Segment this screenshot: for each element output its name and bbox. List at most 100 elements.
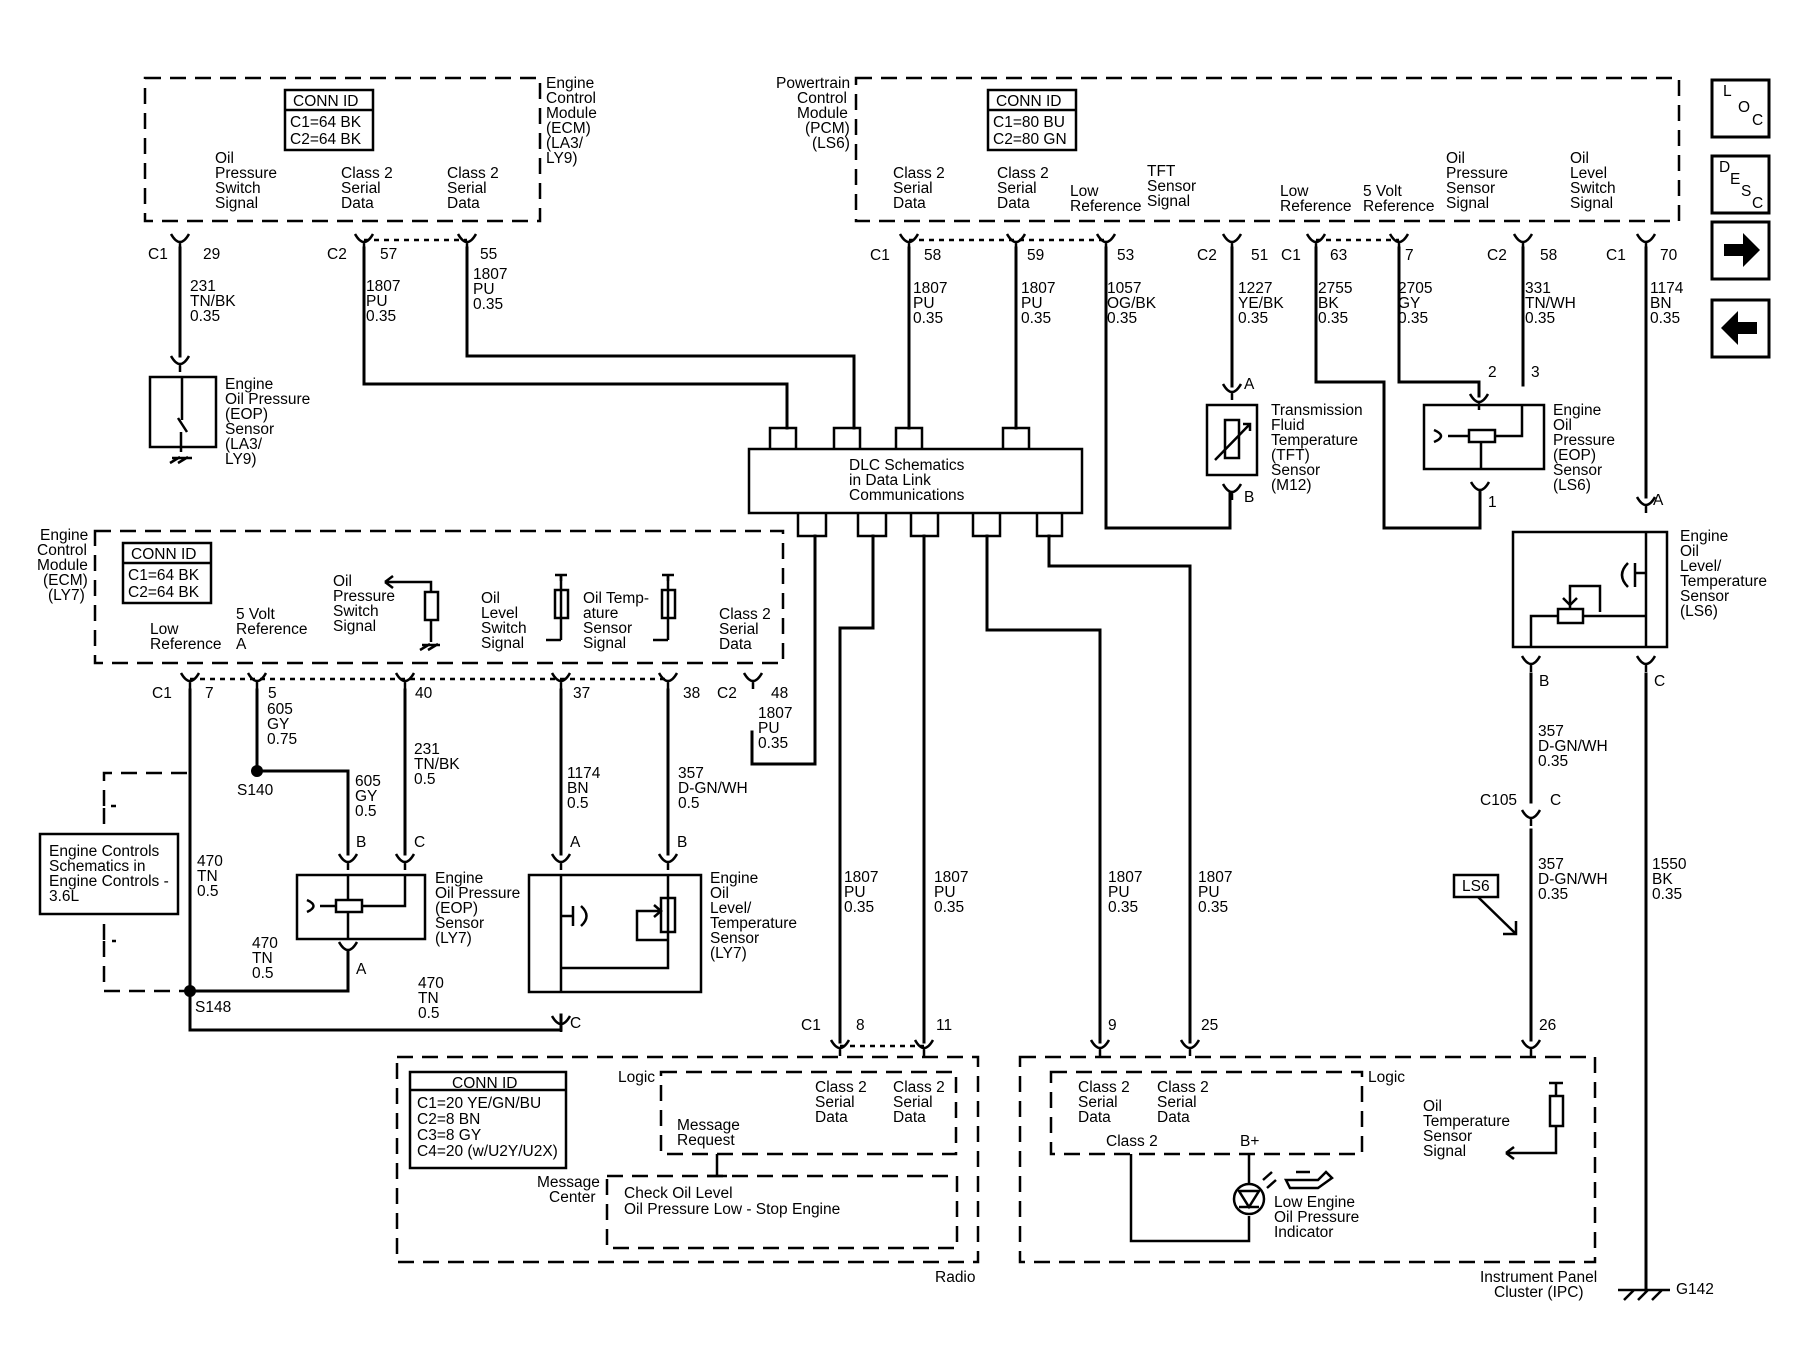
wire-label: 0.5 xyxy=(414,771,436,788)
svg-text:Communications: Communications xyxy=(849,487,965,504)
svg-text:Reference: Reference xyxy=(1280,198,1352,215)
wire-label: 0.5 xyxy=(418,1005,440,1022)
svg-text:Sensor: Sensor xyxy=(1553,462,1602,479)
svg-text:Sensor: Sensor xyxy=(435,915,484,932)
wire-label: 0.35 xyxy=(1318,310,1348,327)
svg-text:Control: Control xyxy=(37,542,87,559)
svg-text:C4=20 (w/U2Y/U2X): C4=20 (w/U2Y/U2X) xyxy=(417,1143,558,1160)
svg-text:Signal: Signal xyxy=(1446,195,1489,212)
olt-sensor-ly7: Engine Oil Level/ Temperature Sensor (LY… xyxy=(527,870,797,994)
svg-text:C: C xyxy=(1752,112,1763,129)
svg-text:CONN ID: CONN ID xyxy=(293,93,358,110)
back-button[interactable] xyxy=(1710,298,1771,359)
wire-label: 0.35 xyxy=(913,310,943,327)
wire-label: BK xyxy=(1652,871,1673,888)
connector-cavity xyxy=(550,672,572,689)
wire-label: 0.35 xyxy=(1538,753,1568,770)
svg-text:Control: Control xyxy=(797,90,847,107)
svg-text:5 Volt: 5 Volt xyxy=(1363,183,1402,200)
ecm-ly7-pin-labels: Low Reference 5 Volt Reference A Oil Pre… xyxy=(150,573,771,653)
svg-text:Serial: Serial xyxy=(447,180,487,197)
svg-text:Low: Low xyxy=(150,621,179,638)
tft-sensor: Transmission Fluid Temperature (TFT) Sen… xyxy=(1205,402,1363,494)
svg-text:1: 1 xyxy=(1488,494,1497,511)
svg-text:11: 11 xyxy=(936,1017,952,1034)
connector-cavity xyxy=(1520,655,1542,672)
svg-text:Sensor: Sensor xyxy=(1271,462,1320,479)
svg-text:D: D xyxy=(1719,159,1730,176)
svg-text:Oil: Oil xyxy=(710,885,729,902)
svg-text:A: A xyxy=(356,961,367,978)
svg-text:38: 38 xyxy=(683,685,700,702)
wire-label: 1174 xyxy=(1650,280,1684,297)
wire-label: 0.35 xyxy=(844,899,874,916)
wire-label: 0.35 xyxy=(1108,899,1138,916)
svg-text:Level: Level xyxy=(1570,165,1607,182)
connector-cavity xyxy=(1520,809,1542,826)
svg-text:Engine: Engine xyxy=(40,527,88,544)
wire-label: 0.5 xyxy=(355,803,377,820)
ecm-top-conn-id: CONN ID C1=64 BK C2=64 BK xyxy=(283,88,375,152)
svg-text:(M12): (M12) xyxy=(1271,477,1311,494)
svg-text:Low: Low xyxy=(1280,183,1309,200)
svg-text:Check Oil Level: Check Oil Level xyxy=(624,1185,733,1202)
svg-text:CONN ID: CONN ID xyxy=(996,93,1061,110)
pcm-conn-id: CONN ID C1=80 BU C2=80 GN xyxy=(986,88,1078,152)
connector-cavity xyxy=(657,672,679,689)
svg-text:C2: C2 xyxy=(717,685,737,702)
wire-label: 470 xyxy=(252,935,278,952)
arrow-right-icon xyxy=(1724,233,1760,267)
wire-label: D-GN/WH xyxy=(1538,738,1608,755)
connector-cavity xyxy=(394,672,416,689)
connector-cavity xyxy=(1221,483,1243,500)
wire-label: PU xyxy=(1198,884,1220,901)
wire-label: 0.35 xyxy=(1525,310,1555,327)
wire-label: 0.35 xyxy=(934,899,964,916)
connector-cavity xyxy=(829,1039,851,1056)
wire-label: 1057 xyxy=(1107,280,1141,297)
svg-text:Engine: Engine xyxy=(1680,528,1728,545)
radio-internals: CONN ID C1=20 YE/GN/BU C2=8 BN C3=8 GY C… xyxy=(408,1069,976,1286)
svg-text:Message: Message xyxy=(537,1174,600,1191)
desc-button[interactable]: D E S C xyxy=(1710,154,1771,215)
svg-text:9: 9 xyxy=(1108,1017,1117,1034)
svg-text:48: 48 xyxy=(771,685,788,702)
svg-text:Oil: Oil xyxy=(215,150,234,167)
olt-sensor-ls6: Engine Oil Level/ Temperature Sensor (LS… xyxy=(1511,528,1767,649)
svg-text:Engine: Engine xyxy=(225,376,273,393)
svg-text:7: 7 xyxy=(205,685,214,702)
svg-text:O: O xyxy=(1738,99,1750,116)
svg-text:Oil Pressure: Oil Pressure xyxy=(435,885,520,902)
wire-label: D-GN/WH xyxy=(1538,871,1608,888)
svg-text:C3=8 GY: C3=8 GY xyxy=(417,1127,481,1144)
ipc-internals: Logic Class 2 Serial Data Class 2 Serial… xyxy=(1049,1069,1597,1301)
wire-label: PU xyxy=(1021,295,1043,312)
svg-text:Data: Data xyxy=(1157,1109,1190,1126)
svg-text:Reference: Reference xyxy=(236,621,308,638)
svg-text:C1: C1 xyxy=(1606,247,1626,264)
next-button[interactable] xyxy=(1710,220,1771,281)
svg-text:Reference: Reference xyxy=(1070,198,1142,215)
wire-label: PU xyxy=(473,281,495,298)
svg-text:(LY7): (LY7) xyxy=(710,945,747,962)
svg-text:Class 2: Class 2 xyxy=(997,165,1049,182)
svg-text:(LA3/: (LA3/ xyxy=(546,135,584,152)
wire-label: 231 xyxy=(414,741,440,758)
wire-label: 0.35 xyxy=(1398,310,1428,327)
svg-text:Switch: Switch xyxy=(333,603,379,620)
svg-text:Oil: Oil xyxy=(1680,543,1699,560)
wire-label: 1550 xyxy=(1652,856,1687,873)
wire-label: 0.5 xyxy=(678,795,700,812)
svg-text:Class 2: Class 2 xyxy=(893,1079,945,1096)
svg-text:Low Engine: Low Engine xyxy=(1274,1194,1355,1211)
svg-text:CONN ID: CONN ID xyxy=(452,1075,517,1092)
svg-text:3: 3 xyxy=(1531,364,1540,381)
svg-text:C2=64 BK: C2=64 BK xyxy=(128,584,200,601)
loc-button[interactable]: L O C xyxy=(1710,78,1771,139)
wire-label: YE/BK xyxy=(1238,295,1284,312)
svg-text:Class 2: Class 2 xyxy=(1106,1133,1158,1150)
svg-text:5: 5 xyxy=(268,685,277,702)
wire-label: 1807 xyxy=(366,278,400,295)
wire-label: 1807 xyxy=(473,266,507,283)
svg-text:B+: B+ xyxy=(1240,1133,1259,1150)
